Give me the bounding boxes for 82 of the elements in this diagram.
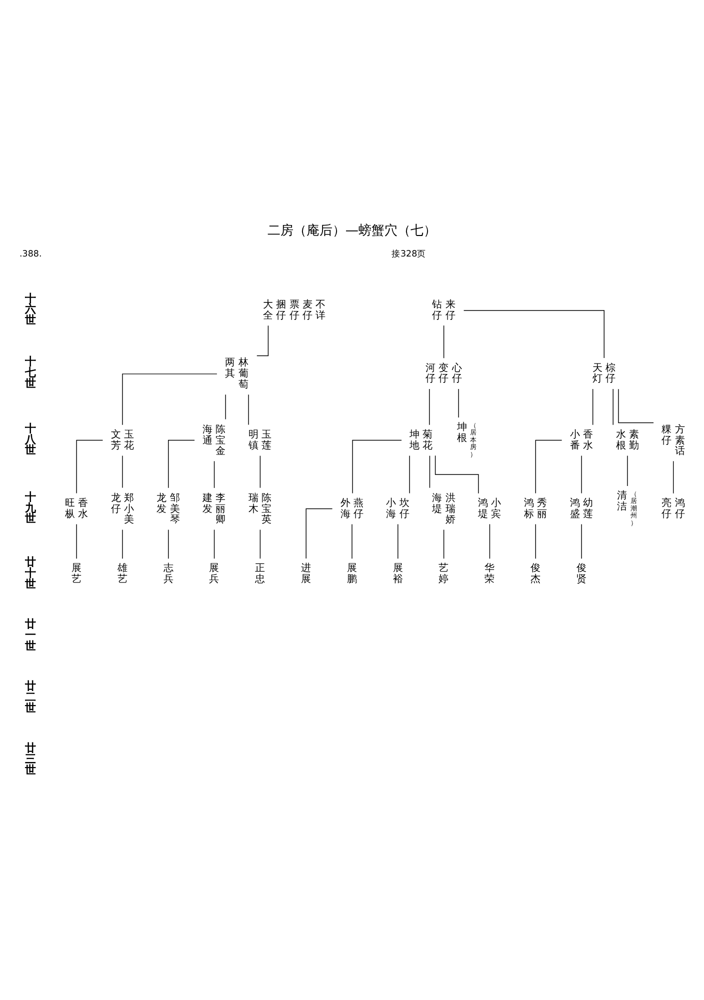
node-text: 粿仔 方素话	[662, 424, 685, 458]
connector	[76, 440, 104, 494]
connector	[592, 388, 594, 426]
connector	[225, 394, 226, 420]
label: 接328页	[392, 250, 426, 260]
connector	[443, 325, 444, 358]
node-text: 旺枞 香水	[64, 498, 88, 520]
node-text: 志兵	[163, 563, 174, 586]
node-text: 河仔 变仔 心仔	[426, 362, 462, 385]
connector	[214, 460, 215, 488]
label: 廿十世	[24, 556, 36, 590]
node-text: 俊贤	[576, 563, 586, 586]
node-text: 龙发 邹美琴	[156, 492, 180, 526]
node-text: 清洁	[617, 490, 628, 513]
connector	[122, 529, 123, 559]
connector	[260, 529, 261, 559]
node-text: 鸿盛 幼莲	[570, 498, 593, 520]
node-text: 俊杰	[530, 563, 541, 586]
label: 十七世	[24, 355, 36, 390]
node-text: 雄艺	[117, 563, 128, 586]
connector	[122, 455, 123, 488]
node-text: 展兵	[209, 563, 220, 586]
connector	[168, 529, 169, 559]
connector	[248, 394, 249, 426]
connector	[214, 529, 215, 559]
label: .388.	[20, 250, 42, 260]
connector	[306, 508, 333, 559]
node-text: 艺婷	[438, 563, 449, 586]
connector	[260, 455, 261, 488]
label: 十九世	[24, 490, 36, 526]
node-text: 鸿标 秀丽	[524, 498, 548, 520]
connector	[463, 310, 604, 358]
connector	[122, 374, 218, 426]
node-text: 海堤 洪瑞娇	[432, 492, 456, 526]
node-text: 鸿堤 小宾	[478, 498, 502, 520]
connector	[458, 388, 459, 418]
connector	[618, 388, 654, 424]
connector	[612, 388, 614, 426]
node-text: 水根 素勤	[616, 429, 639, 452]
node-text: 建发 李丽卿	[202, 492, 226, 526]
node-text: 外海 燕仔	[340, 498, 364, 520]
node-text: 小海 坎仔	[386, 498, 410, 520]
connector	[627, 455, 628, 486]
connector	[581, 524, 582, 559]
node-text: 展裕	[392, 563, 403, 586]
node-text: 华荣	[484, 563, 495, 586]
node-text: 大全 捆仔 票仔 麦仔 不详	[263, 299, 326, 322]
connector	[535, 440, 562, 494]
node-text: 海通 陈宝金	[202, 424, 226, 458]
connector	[535, 524, 536, 559]
label: 十八世	[24, 422, 36, 457]
label: 廿二世	[24, 679, 36, 714]
node-text: 两其 林葡萄	[225, 358, 248, 391]
connector	[76, 524, 77, 559]
connector	[352, 440, 402, 494]
node-text: 亮仔 鸿仔	[662, 498, 685, 520]
node-text: 文芳 玉花	[110, 429, 134, 452]
node-text: 坤地 菊花	[410, 429, 433, 452]
connector	[672, 460, 674, 494]
connector	[489, 524, 490, 559]
node-text: 坤根	[456, 422, 467, 444]
node-text: 进展	[300, 563, 311, 586]
diagram-title: 二房（庵后）—螃蟹穴（七）	[267, 223, 437, 238]
node-text: 天灯 棕仔	[592, 362, 616, 385]
node-text: 瑞木 陈宝英	[248, 492, 272, 526]
node-text: 明镇 玉莲	[248, 429, 272, 452]
node-text: 展艺	[71, 563, 82, 586]
node-text: 小番 香水	[570, 429, 593, 452]
node-text: 钻仔 来仔	[432, 299, 456, 322]
node-text: 龙仔 郑小美	[110, 492, 134, 526]
connector	[429, 388, 430, 426]
connector	[443, 529, 444, 559]
node-text: 正忠	[255, 563, 266, 586]
label: 十六世	[24, 292, 36, 327]
label: 廿三世	[24, 741, 36, 776]
connector	[581, 455, 582, 494]
connector	[429, 455, 430, 488]
connector	[168, 440, 195, 488]
connector	[409, 455, 410, 494]
connector	[434, 455, 479, 494]
node-text: 展鹏	[346, 563, 357, 586]
label: 廿一世	[24, 618, 36, 652]
